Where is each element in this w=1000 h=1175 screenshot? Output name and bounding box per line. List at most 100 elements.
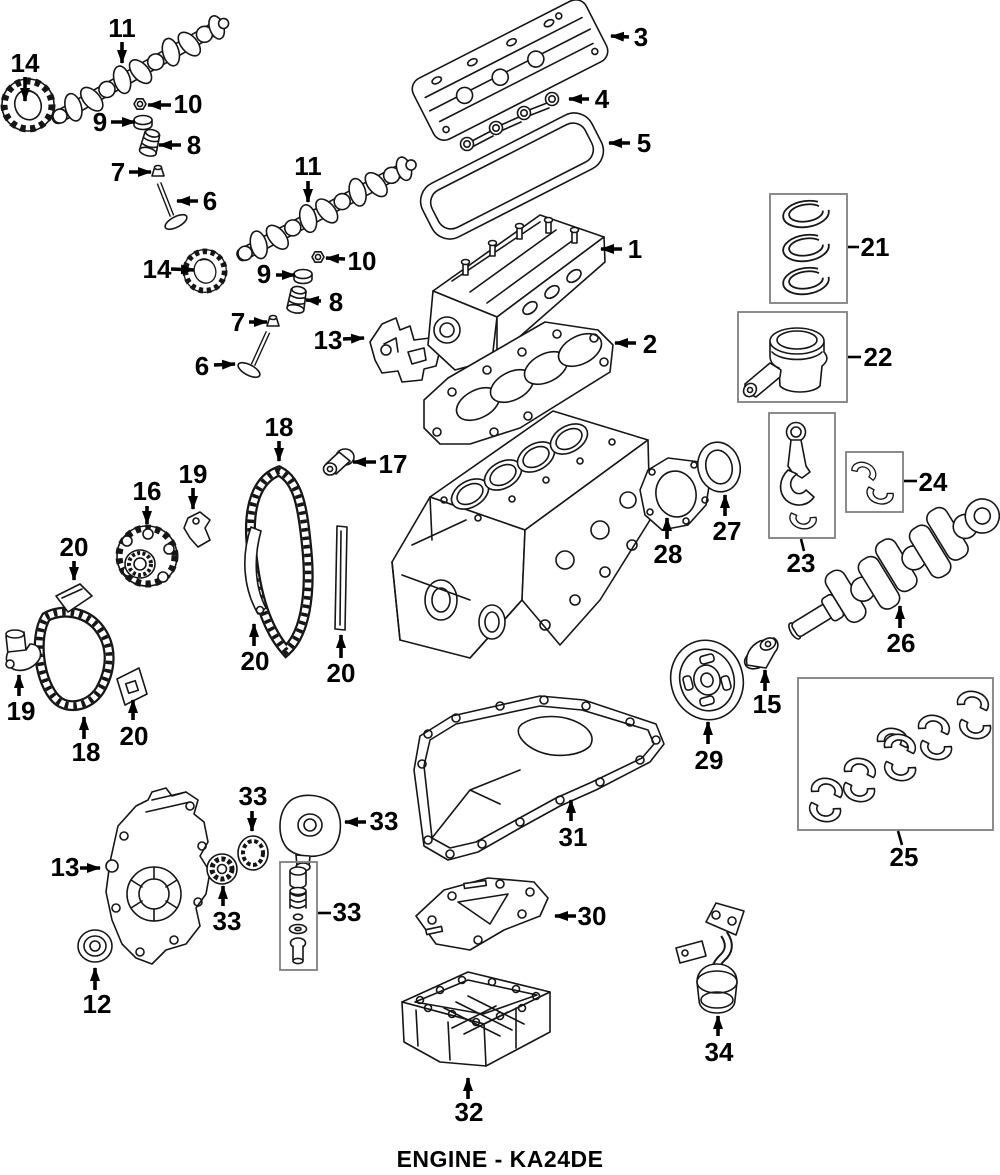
spring-retainer-b: [266, 314, 280, 327]
callout-9-9: 9: [257, 259, 271, 289]
pulley-hub: [743, 637, 779, 670]
valve-b: [237, 330, 271, 379]
callout-10-10: 10: [348, 246, 377, 276]
callout-4-16: 4: [595, 84, 610, 114]
callout-8-4: 8: [187, 130, 201, 160]
callout-31-46: 31: [559, 822, 588, 852]
crankshaft: [788, 498, 1000, 640]
chain-guide-upper: [55, 583, 93, 613]
callout-22-31: 22: [864, 342, 893, 372]
callout-26-36: 26: [887, 628, 916, 658]
vtc-cam-sprocket: [115, 524, 179, 588]
callout-labels: 14 11 10 9 8 7 6 11 14 9 10 8 7 6 13 3 4…: [7, 13, 948, 1127]
callout-34-49: 34: [705, 1037, 734, 1067]
callout-9-3: 9: [93, 107, 107, 137]
chain-tensioner-lower: [5, 629, 42, 672]
callout-24-32: 24: [919, 467, 948, 497]
callout-25-39: 25: [890, 842, 919, 872]
callout-12-41: 12: [83, 989, 112, 1019]
callout-5-17: 5: [637, 128, 651, 158]
upper-oil-pan: [413, 695, 665, 861]
front-cover: [105, 787, 211, 965]
connecting-rod-box: [768, 412, 836, 539]
oil-pump-rotor: [206, 853, 238, 885]
engine-block: [391, 410, 651, 659]
valve-spring-b: [285, 284, 309, 316]
lower-oil-pan: [401, 971, 551, 1067]
callout-29-37: 29: [695, 745, 724, 775]
callout-3-15: 3: [634, 22, 648, 52]
chain-tensioner-upper: [183, 511, 211, 548]
tensioner-bolt: [322, 448, 355, 476]
camshaft-exhaust: [229, 147, 424, 273]
callout-21-30: 21: [861, 232, 890, 262]
diagram-title: ENGINE - KA24DE: [396, 1146, 604, 1172]
chain-guide-straight: [334, 525, 348, 631]
callout-30-47: 30: [578, 901, 607, 931]
rear-seal-retainer: [639, 457, 711, 531]
connecting-rod: [779, 421, 818, 532]
piston-rings: [782, 199, 830, 296]
callout-20-29: 20: [120, 721, 149, 751]
callout-2-19: 2: [643, 329, 657, 359]
callout-18-20: 18: [265, 412, 294, 442]
piston-box: [737, 311, 848, 403]
valve-cover-gasket: [419, 112, 605, 240]
callout-11-1: 11: [108, 13, 136, 43]
cylinder-head: [427, 214, 606, 371]
callout-17-21: 17: [379, 449, 408, 479]
callout-1-18: 1: [628, 234, 642, 264]
timing-chain-primary: [250, 471, 308, 651]
head-gasket: [423, 321, 614, 445]
callout-6-13: 6: [195, 351, 209, 381]
oil-pan-baffle: [415, 877, 549, 951]
callout-8-11: 8: [329, 287, 343, 317]
callout-33-42: 33: [213, 906, 242, 936]
callout-33-43: 33: [239, 781, 268, 811]
callout-20-25: 20: [241, 646, 270, 676]
callout-10-2: 10: [174, 89, 203, 119]
callout-27-34: 27: [713, 516, 742, 546]
callout-15-38: 15: [753, 689, 782, 719]
timing-chain-secondary: [39, 612, 109, 705]
callout-14-0: 14: [11, 48, 40, 78]
callout-19-22: 19: [179, 459, 208, 489]
rod-bearing-box: [845, 451, 904, 513]
callout-32-48: 32: [455, 1097, 484, 1127]
callout-16-23: 16: [133, 476, 162, 506]
callout-19-27: 19: [7, 696, 36, 726]
rear-main-seal: [696, 441, 742, 493]
callout-arrows: [14, 31, 917, 1099]
callout-13-14: 13: [314, 325, 343, 355]
callout-33-44: 33: [370, 806, 399, 836]
callout-20-24: 20: [60, 532, 89, 562]
oil-pump-cover: [279, 794, 342, 872]
chain-guide-curved: [244, 526, 267, 615]
valve-keeper-nut-b: [311, 251, 325, 264]
spark-plug-tube-gasket: [459, 91, 560, 152]
callout-23-33: 23: [787, 548, 816, 578]
callout-18-28: 18: [72, 737, 101, 767]
spring-retainer-a: [151, 164, 165, 177]
main-bearings: [806, 687, 993, 826]
front-crank-seal: [77, 929, 113, 963]
head-studs: [460, 216, 580, 276]
callout-33-45: 33: [333, 897, 362, 927]
valve-lifter-a: [133, 114, 153, 131]
rod-bearings: [850, 457, 895, 508]
oil-strainer: [675, 902, 745, 1014]
main-bearing-box: [797, 677, 994, 831]
engine-mount-bracket: [369, 317, 441, 383]
callout-13-40: 13: [51, 852, 80, 882]
callout-20-26: 20: [327, 658, 356, 688]
callout-6-6: 6: [203, 186, 217, 216]
relief-valve-box: [279, 861, 318, 971]
camshaft-sprocket-left: [2, 79, 54, 131]
piston-and-pin: [742, 327, 828, 398]
valve-keeper-nut-a: [133, 98, 147, 110]
valve-spring-a: [137, 127, 163, 159]
relief-valve-parts: [288, 866, 308, 965]
crank-pulley: [669, 639, 745, 721]
